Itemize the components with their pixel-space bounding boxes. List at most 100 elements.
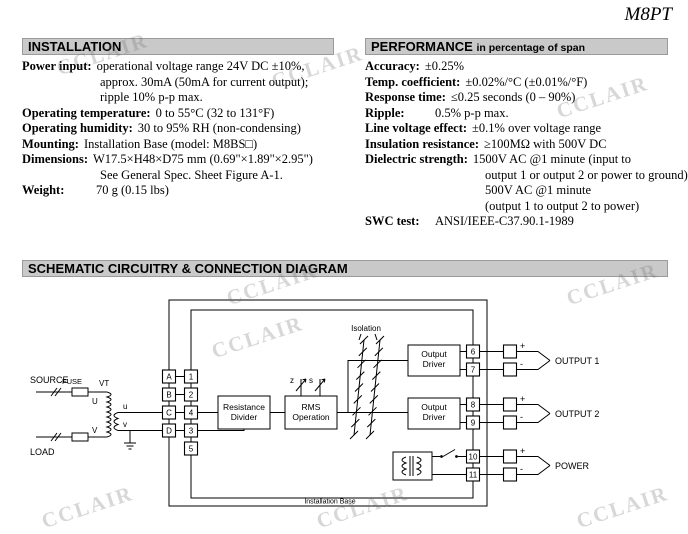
terminal-number: 5 (189, 445, 194, 454)
spec-label: Weight: (22, 183, 65, 197)
spec-label: Dielectric strength: (365, 152, 468, 166)
zero-trim-label: z (290, 376, 294, 385)
vt-u-secondary-label: u (123, 402, 127, 411)
vt-u-primary-label: U (92, 397, 98, 406)
performance-section: PERFORMANCE in percentage of span Accura… (365, 38, 688, 230)
terminal-number: 3 (189, 427, 194, 436)
resistance-divider-label: Divider (231, 412, 258, 422)
span-trim-label: s (309, 376, 313, 385)
output-driver-label: Driver (423, 412, 446, 422)
performance-specs: Accuracy:±0.25% Temp. coefficient: ±0.02%… (365, 59, 688, 230)
power-label: POWER (555, 461, 590, 471)
spec-continuation: 500V AC @1 minute (485, 183, 592, 197)
spec-dielectric-strength: Dielectric strength: 1500V AC @1 minute (… (365, 152, 688, 214)
spec-label: Line voltage effect: (365, 121, 468, 135)
spec-label: Mounting: (22, 136, 79, 151)
fuse-label: FUSE (62, 377, 82, 386)
installation-title: INSTALLATION (28, 39, 122, 54)
installation-specs: Power input: operational voltage range 24… (22, 59, 334, 199)
spec-accuracy: Accuracy:±0.25% (365, 59, 668, 75)
spec-continuation: approx. 30mA (50mA for current output); (100, 74, 309, 89)
performance-header: PERFORMANCE in percentage of span (365, 38, 668, 55)
switch-contact (440, 455, 443, 458)
spec-continuation: See General Spec. Sheet Figure A-1. (100, 167, 283, 182)
switch-contact (455, 455, 458, 458)
spec-label: Response time: (365, 90, 446, 104)
terminal-letter: B (166, 391, 171, 400)
spec-value: 1500V AC @1 minute (input to (472, 152, 632, 166)
output-driver-label: Output (421, 349, 447, 359)
spec-operating-temperature: Operating temperature: 0 to 55°C (32 to 1… (22, 106, 334, 122)
spec-value: 70 g (0.15 lbs) (96, 183, 169, 197)
schematic-title: SCHEMATIC CIRCUITRY & CONNECTION DIAGRAM (28, 261, 348, 276)
terminal-block-left: A B C D 1 2 4 3 5 (161, 369, 199, 456)
spec-value: W17.5×H48×D75 mm (0.69"×1.89"×2.95") (92, 152, 313, 166)
plus-sign: + (520, 446, 525, 456)
spec-value: 0 to 55°C (32 to 131°F) (155, 105, 275, 120)
spec-label: Temp. coefficient: (365, 74, 461, 89)
spec-label: Dimensions: (22, 152, 88, 166)
output1-label: OUTPUT 1 (555, 356, 599, 366)
spec-label: Accuracy: (365, 59, 420, 73)
terminal-number: 8 (471, 401, 476, 410)
output-driver-label: Output (421, 402, 447, 412)
load-label: LOAD (30, 447, 55, 457)
spec-value: 30 to 95% RH (non-condensing) (137, 121, 301, 135)
spec-value: 0.5% p-p max. (435, 105, 509, 120)
rms-label: RMS (302, 402, 321, 412)
installation-header: INSTALLATION (22, 38, 334, 55)
spec-label: SWC test: (365, 214, 420, 228)
output-driver-label: Driver (423, 359, 446, 369)
spec-value: ±0.02%/°C (±0.01%/°F) (465, 74, 588, 89)
spec-label: Ripple: (365, 105, 405, 120)
spec-label: Insulation resistance: (365, 136, 480, 151)
minus-sign: - (520, 412, 523, 422)
terminal-number: 11 (469, 471, 478, 480)
ground-icon (124, 430, 136, 450)
minus-sign: - (520, 359, 523, 369)
schematic-header: SCHEMATIC CIRCUITRY & CONNECTION DIAGRAM (22, 260, 668, 277)
spec-power-input: Power input: operational voltage range 24… (22, 59, 334, 106)
page-title-model: M8PT (624, 4, 673, 25)
spec-insulation-resistance: Insulation resistance:≥100MΩ with 500V D… (365, 137, 668, 153)
installation-base-label: Installation Base (304, 499, 355, 506)
spec-label: Power input: (22, 59, 92, 73)
terminal-number: 10 (469, 453, 478, 462)
vt-label: VT (99, 379, 109, 388)
spec-continuation: output 1 or output 2 or power to ground) (485, 167, 688, 182)
terminal-block-right: 6 7 8 9 10 11 + - + - + - OUTPUT 1 OUTPU… (460, 341, 599, 482)
input-circuit: SOURCE LOAD FUSE VT U u V v (30, 375, 163, 457)
minus-sign: - (520, 464, 523, 474)
spec-value: ≤0.25 seconds (0 – 90%) (450, 90, 576, 104)
spec-label: Operating temperature: (22, 105, 151, 120)
isolation-label: Isolation (351, 324, 381, 333)
spec-response-time: Response time: ≤0.25 seconds (0 – 90%) (365, 90, 668, 106)
terminal-number: 4 (189, 409, 194, 418)
zero-trimmer-icon (295, 378, 307, 396)
spec-value: operational voltage range 24V DC ±10%, (96, 59, 305, 73)
plus-sign: + (520, 341, 525, 351)
terminal-letter: D (166, 427, 172, 436)
performance-subtitle: in percentage of span (476, 42, 585, 54)
spec-dimensions: Dimensions: W17.5×H48×D75 mm (0.69"×1.89"… (22, 152, 334, 183)
terminal-number: 6 (471, 348, 476, 357)
spec-line-voltage-effect: Line voltage effect:±0.1% over voltage r… (365, 121, 668, 137)
spec-value: Installation Base (model: M8BS□) (83, 136, 258, 151)
spec-ripple: Ripple: 0.5% p-p max. (365, 106, 668, 122)
spec-mounting: Mounting: Installation Base (model: M8BS□… (22, 137, 334, 153)
fuse-symbol (71, 387, 89, 397)
terminal-letter: C (166, 409, 172, 418)
output-driver-2: Output Driver (407, 397, 461, 430)
spec-temp-coefficient: Temp. coefficient: ±0.02%/°C (±0.01%/°F) (365, 75, 668, 91)
spec-continuation: (output 1 to output 2 to power) (485, 198, 640, 213)
schematic-diagram: SOURCE LOAD FUSE VT U u V v A B C D 1 2 … (30, 299, 599, 507)
vt-primary-coil (105, 391, 112, 438)
source-label: SOURCE (30, 375, 69, 385)
span-trimmer-icon (314, 378, 326, 396)
isolation-barrier: Isolation (349, 324, 385, 440)
spec-swc-test: SWC test:ANSI/IEEE-C37.90.1-1989 (365, 214, 668, 230)
spec-operating-humidity: Operating humidity:30 to 95% RH (non-con… (22, 121, 334, 137)
resistance-divider-box: Resistance Divider (217, 395, 271, 430)
rms-label: Operation (292, 412, 330, 422)
vt-v-primary-label: V (92, 426, 98, 435)
